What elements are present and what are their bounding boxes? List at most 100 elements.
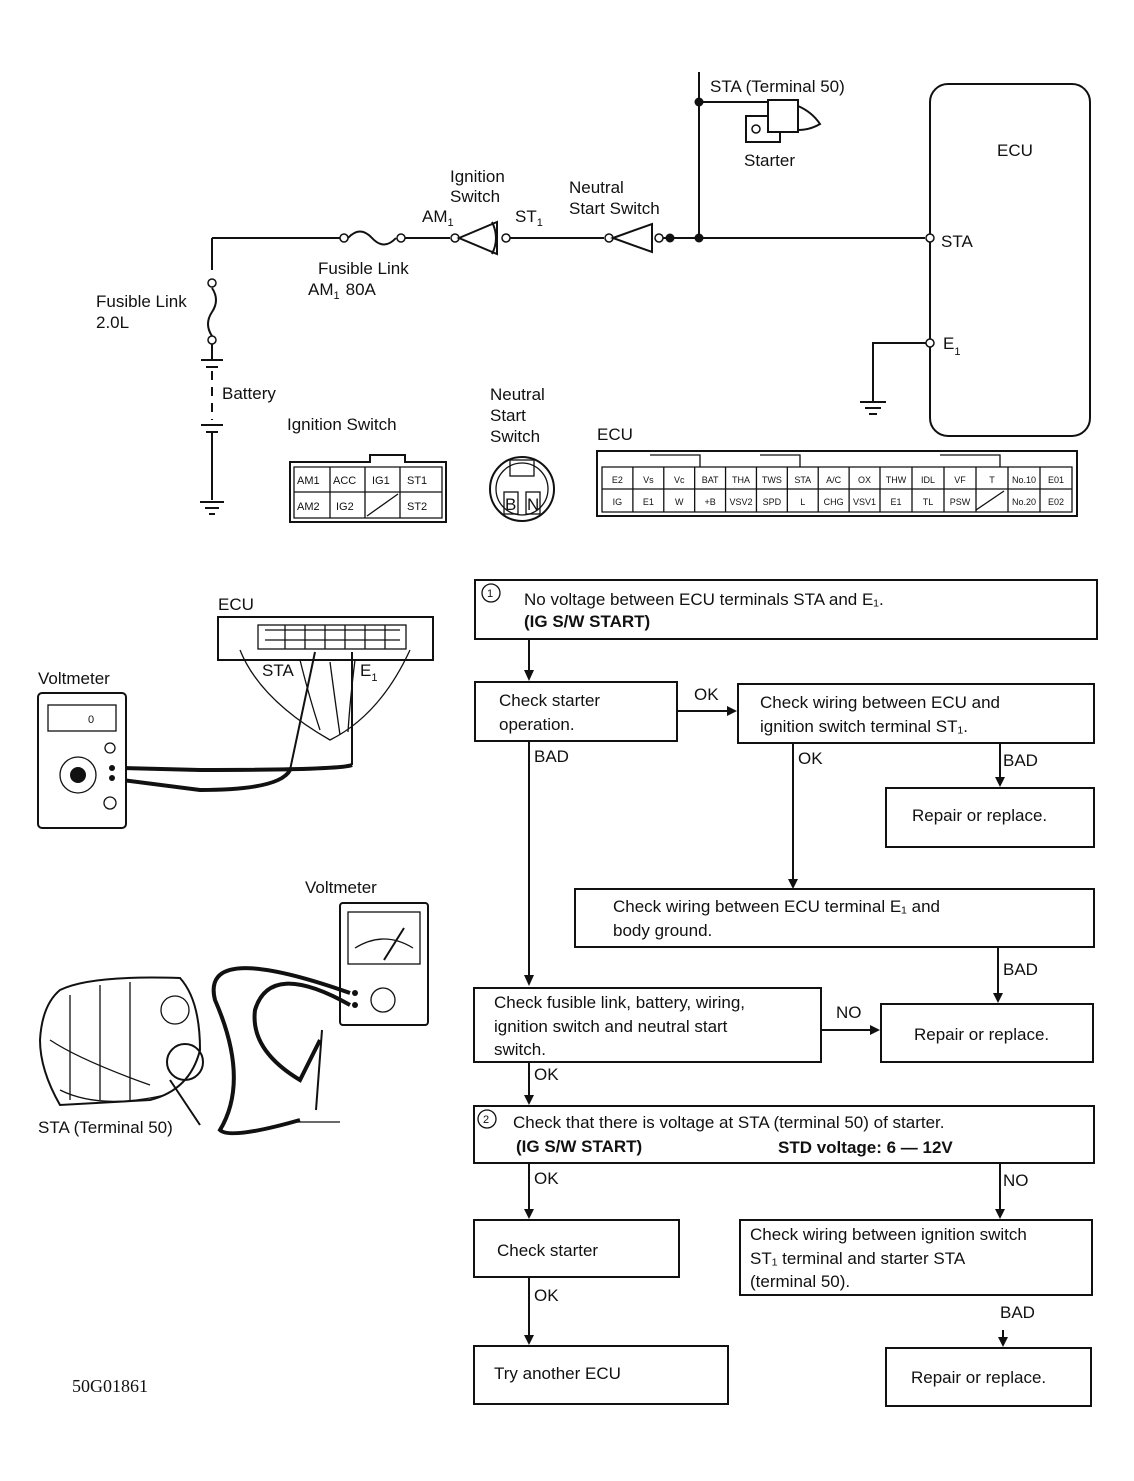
ign-pin-ig1: IG1 [372,475,390,487]
check-fusible-text: switch. [494,1040,546,1059]
nss-pin-b: B [505,495,516,514]
battery-icon [201,344,223,500]
lead-wire-icon [121,768,292,793]
flowchart: 1 No voltage between ECU terminals STA a… [473,579,1098,1407]
starter-voltmeter-illustration: Voltmeter STA (Terminal 50) [38,878,429,1137]
repair-text: Repair or replace. [912,806,1047,825]
ign-pin-st2: ST2 [407,501,427,513]
label-ok: OK [534,1286,559,1305]
ecu-pin-tha: THA [732,475,750,485]
ecu-pin-e01: E01 [1048,475,1064,485]
ecu-pin-psw: PSW [950,497,971,507]
ecu-pin-vsv1: VSV1 [853,497,876,507]
ground-icon [860,401,886,415]
starter-motor-icon [38,976,204,1126]
terminal-node [396,233,406,243]
ecu-e1-terminal [925,338,935,348]
probe-icon [315,1029,323,1111]
ecu-pin-vsv2: VSV2 [729,497,752,507]
voltmeter-display: 0 [88,714,94,726]
voltmeter-1-label: Voltmeter [38,669,110,688]
ecu-pin-e1: E1 [643,497,654,507]
ecu-box [929,83,1091,437]
wire-harness-icon [239,649,411,741]
step1-bold: (IG S/W START) [524,612,650,631]
check-wiring-st1-sta-box [739,1219,1093,1296]
circuit-diagram: STA (Terminal 50) Starter ECU Ignition S… [96,72,1091,515]
check-wiring-ecu-st1-text: Check wiring between ECU and [760,693,1000,712]
check-wiring-st1-sta-text: (terminal 50). [750,1272,850,1291]
ecu-pin-e1: E1 [890,497,901,507]
starter-icon [745,99,822,143]
ecu-sta-label: STA [941,232,973,251]
check-starter-operation-text: operation. [499,715,575,734]
ecu-sta-terminal [925,233,935,243]
check-wiring-st1-sta-text: Check wiring between ignition switch [750,1225,1027,1244]
neutral-start-switch-icon [610,222,653,254]
step2-text: Check that there is voltage at STA (term… [513,1113,945,1132]
check-fusible-text: ignition switch and neutral start [494,1017,728,1036]
fusible-link-am1-icon [347,230,397,246]
e1-probe-label: E1 [360,661,377,684]
ecu-pin-e02: E02 [1048,497,1064,507]
am1-label: AM1 [422,207,454,229]
ecu-pin-tl: TL [923,497,934,507]
terminal-node [501,233,511,243]
repair-text: Repair or replace. [911,1368,1046,1387]
ign-pin-am1: AM1 [297,475,320,487]
label-bad: BAD [1000,1303,1035,1322]
ecu-e1-label: E1 [943,334,960,358]
fusible-link-2l-icon [207,287,217,337]
step2-bold: (IG S/W START) [516,1137,642,1156]
neutral-start-connector-title: Switch [490,427,540,446]
ecu-pin--b: +B [704,497,715,507]
neutral-start-label: Start Switch [569,199,660,218]
ecu-illustration-label: ECU [218,595,254,614]
repair-box-3 [885,1347,1092,1407]
connector-outline [489,456,555,522]
check-wiring-e1-box [574,888,1095,948]
ecu-pin-chg: CHG [824,497,844,507]
neutral-start-connector-title: Neutral [490,385,545,404]
ecu-pin-vc: Vc [674,475,685,485]
ecu-pin-t: T [989,475,995,485]
sta-terminal-label: STA (Terminal 50) [710,77,845,96]
terminal-node [339,233,349,243]
ignition-switch-icon [491,221,497,255]
check-fusible-text: Check fusible link, battery, wiring, [494,993,745,1012]
ecu-pin-ig: IG [613,497,623,507]
repair-box-2 [880,1003,1094,1063]
ecu-pin-e2: E2 [612,475,623,485]
terminal-node [207,335,217,345]
try-another-ecu-text: Try another ECU [494,1364,621,1383]
neutral-start-connector-title: Start [490,406,526,425]
ecu-pin-ox: OX [858,475,871,485]
neutral-start-label: Neutral [569,178,624,197]
try-another-ecu-box [473,1345,729,1405]
ecu-pin-vs: Vs [643,475,654,485]
fusible-link-2l-label: 2.0L [96,313,129,332]
label-ok: OK [694,685,719,704]
ecu-pin-l: L [800,497,805,507]
ign-pin-acc: ACC [333,475,356,487]
probe-sta-icon [289,651,316,771]
ecu-pin-vf: VF [954,475,966,485]
ign-pin-st1: ST1 [407,475,427,487]
step1-number: 1 [487,588,493,600]
label-no: NO [1003,1171,1029,1190]
connector-outline [596,450,1078,517]
check-starter-operation-text: Check starter [499,691,600,710]
repair-text: Repair or replace. [914,1025,1049,1044]
lead-wire-icon [121,763,353,773]
step2-number: 2 [483,1114,489,1126]
ecu-pin-no-10: No.10 [1012,475,1036,485]
lead-wire-icon [252,981,351,1083]
wire [872,342,926,402]
step2-box [473,1105,1095,1164]
junction-dot [665,233,675,243]
ecu-pin-idl: IDL [921,475,935,485]
label-no: NO [836,1003,862,1022]
check-wiring-e1-text: body ground. [613,921,712,940]
